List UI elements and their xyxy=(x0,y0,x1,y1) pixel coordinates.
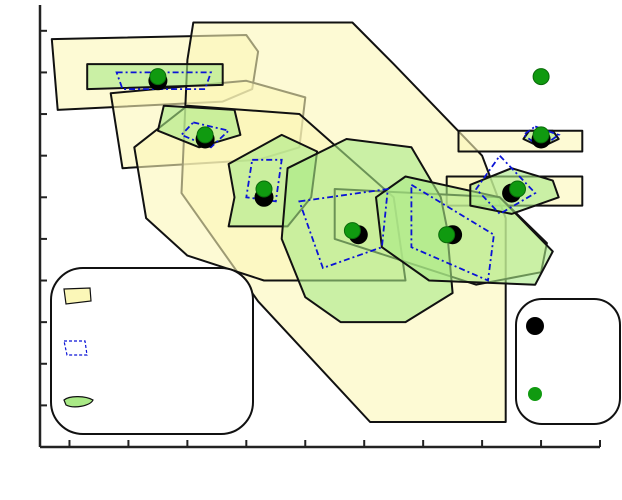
points-layer xyxy=(148,68,551,245)
regions-layer xyxy=(50,21,584,423)
yellow-region-5 xyxy=(457,129,584,153)
green-point-5 xyxy=(438,226,456,244)
green-point-4 xyxy=(343,222,361,240)
green-point-7 xyxy=(532,126,550,144)
blue-dashed-region-5 xyxy=(410,183,495,282)
legend-regions xyxy=(50,267,254,435)
blue-dashed-region-3 xyxy=(245,158,283,203)
legend-yellow-swatch xyxy=(63,287,92,305)
green-region-5 xyxy=(375,175,554,286)
legend-points xyxy=(515,298,621,425)
legend-regions-box xyxy=(50,267,254,435)
green-point-6 xyxy=(509,180,526,198)
green-point-8 xyxy=(532,68,550,86)
legend-blue-swatch xyxy=(63,340,88,356)
green-region-2 xyxy=(156,104,242,149)
blue-dashed-region-2 xyxy=(179,121,231,149)
blue-dashed-region-4 xyxy=(298,187,389,270)
legend-green-point xyxy=(528,387,542,401)
axes-layer xyxy=(38,5,601,449)
green-point-1 xyxy=(149,68,167,86)
legend-green-swatch xyxy=(63,396,94,408)
blue-dashed-region-6 xyxy=(475,154,537,216)
green-point-3 xyxy=(255,180,273,198)
legend-black-point xyxy=(526,317,544,335)
blue-dashed-region-1 xyxy=(115,71,213,90)
green-point-2 xyxy=(196,126,214,144)
